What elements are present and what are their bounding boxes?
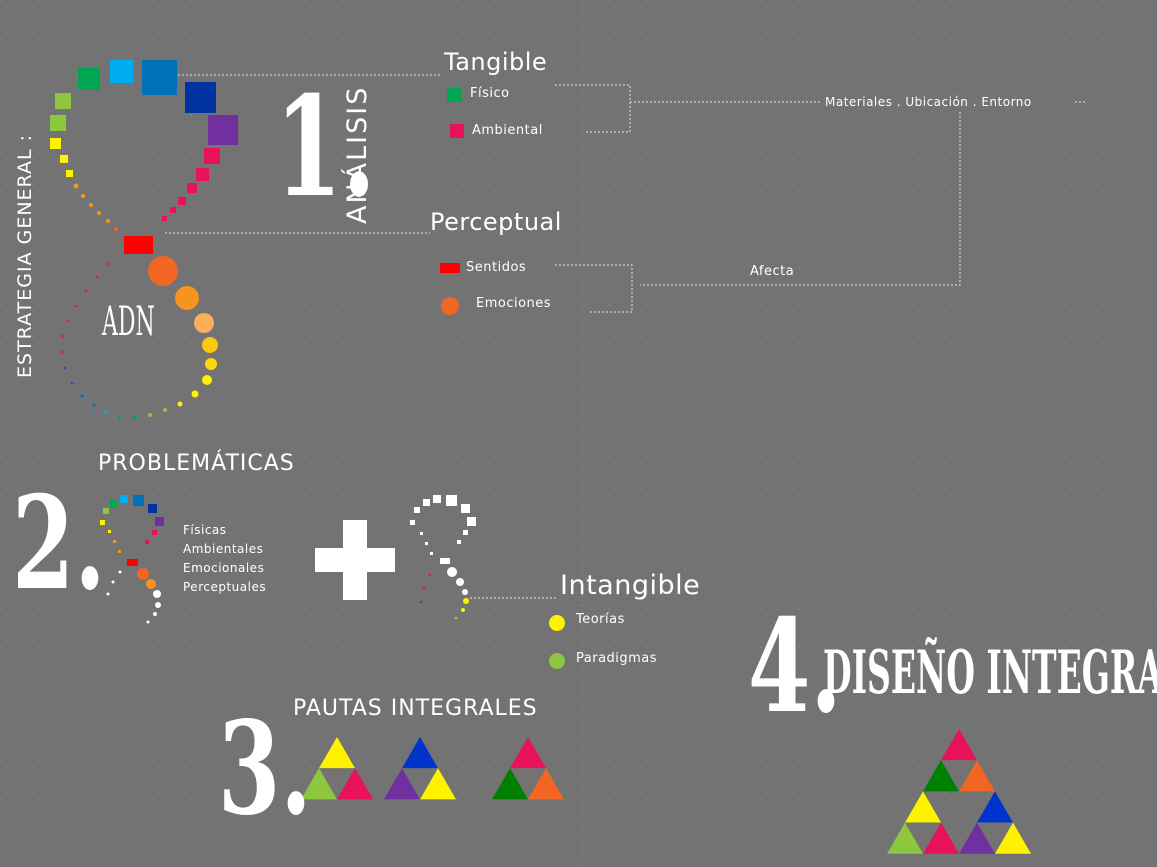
- fisico-label: Físico: [470, 86, 510, 101]
- pauta-triangle-left: [301, 768, 337, 800]
- pyramid-triangle: [923, 822, 959, 854]
- sentidos-label: Sentidos: [466, 260, 527, 275]
- pyramid-triangle: [959, 822, 995, 854]
- pyramid-triangle: [959, 760, 995, 792]
- paradigmas-label: Paradigmas: [576, 651, 658, 666]
- perceptual-outcome: Afecta: [750, 264, 795, 279]
- section2-title: PROBLEMÁTICAS: [98, 451, 295, 476]
- dna-label-text: ADN: [102, 299, 155, 345]
- sentidos-rect-icon: [440, 263, 460, 273]
- pyramid-triangle: [923, 760, 959, 792]
- pauta-triangle-top: [402, 737, 438, 769]
- section3-number: 3.: [218, 694, 312, 844]
- list-item: Perceptuales: [183, 580, 267, 594]
- pyramid-triangle: [995, 822, 1031, 854]
- pauta-triangle-top: [319, 737, 355, 769]
- list-item: Físicas: [183, 523, 227, 537]
- teorias-label: Teorías: [576, 612, 625, 627]
- intangible-title: Intangible: [560, 570, 701, 601]
- pauta-triangle-right: [528, 768, 564, 800]
- strategy-vertical-title: ESTRATEGIA GENERAL :: [14, 133, 36, 378]
- list-item: Emocionales: [183, 561, 265, 575]
- pyramid-triangle: [977, 791, 1013, 823]
- paradigmas-circle-icon: [549, 653, 565, 669]
- tangible-title: Tangible: [444, 48, 548, 76]
- list-item: Ambientales: [183, 542, 264, 556]
- section1-number: 1.: [275, 65, 376, 228]
- ambiental-label: Ambiental: [472, 123, 543, 138]
- section4-title-text: DISEÑO INTEGRAL: [823, 638, 1157, 708]
- section1-title: ANÁLISIS: [342, 85, 373, 224]
- tangible-outcome: Materiales . Ubicación . Entorno: [825, 95, 1032, 109]
- pauta-triangle-right: [337, 768, 373, 800]
- problematicas-list: Físicas Ambientales Emocionales Perceptu…: [183, 521, 266, 597]
- ambiental-square-icon: [450, 124, 464, 138]
- pyramid-triangle: [887, 822, 923, 854]
- perceptual-title: Perceptual: [430, 208, 562, 236]
- teorias-circle-icon: [549, 615, 565, 631]
- emociones-circle-icon: [441, 297, 459, 315]
- section4-number: 4.: [748, 592, 842, 742]
- pauta-triangle-top: [510, 737, 546, 769]
- section4-title: DISEÑO INTEGRAL: [823, 643, 1157, 703]
- pauta-triangle-left: [492, 768, 528, 800]
- section2-number: 2.: [12, 469, 106, 619]
- fisico-square-icon: [447, 88, 461, 102]
- pyramid-triangle: [905, 791, 941, 823]
- dna-label: ADN: [102, 302, 198, 342]
- emociones-label: Emociones: [476, 296, 552, 311]
- pauta-triangle-left: [384, 768, 420, 800]
- pyramid-triangle: [941, 729, 977, 761]
- section3-title: PAUTAS INTEGRALES: [293, 696, 538, 721]
- pauta-triangle-right: [420, 768, 456, 800]
